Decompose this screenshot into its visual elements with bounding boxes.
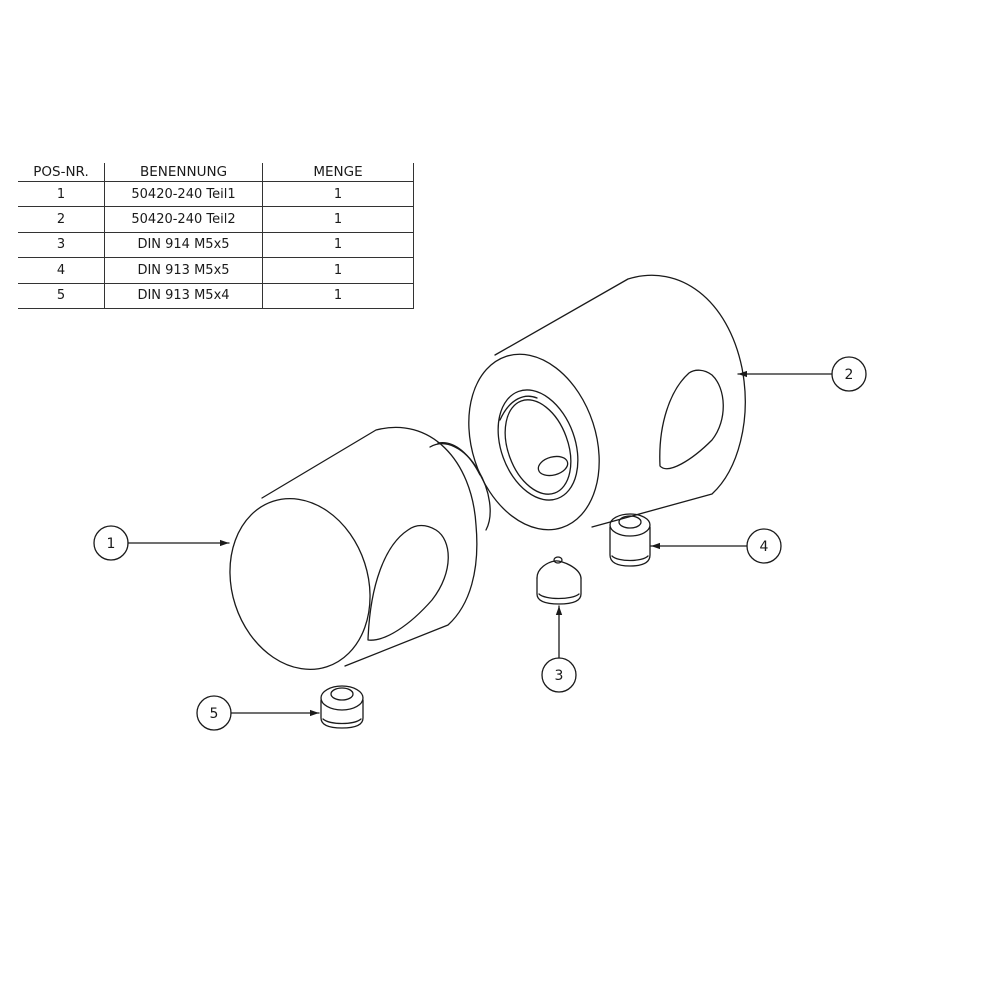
cell-name: DIN 913 M5x4	[104, 283, 263, 309]
balloon-1-label: 1	[107, 536, 116, 552]
cell-name: DIN 914 M5x5	[104, 232, 263, 259]
part-5-set-screw	[320, 685, 364, 729]
cell-pos: 1	[18, 181, 105, 208]
table-row: 4 DIN 913 M5x5 1	[18, 257, 414, 284]
table-row: 3 DIN 914 M5x5 1	[18, 232, 414, 259]
header-name: BENENNUNG	[104, 163, 263, 182]
table-row: 2 50420-240 Teil2 1	[18, 206, 414, 233]
table-row: 1 50420-240 Teil1 1	[18, 181, 414, 208]
balloon-4: 4	[650, 528, 782, 564]
part-3-cone-screw	[536, 556, 582, 605]
cell-pos: 4	[18, 257, 105, 284]
parts-list-header-row: POS-NR. BENENNUNG MENGE	[18, 163, 414, 182]
part-2-body	[468, 274, 746, 531]
cell-pos: 2	[18, 206, 105, 233]
table-row: 5 DIN 913 M5x4 1	[18, 283, 414, 309]
balloon-2-label: 2	[845, 367, 854, 383]
cell-qty: 1	[262, 283, 414, 309]
cell-pos: 5	[18, 283, 105, 309]
balloon-5: 5	[196, 695, 320, 731]
cell-qty: 1	[262, 257, 414, 284]
cell-qty: 1	[262, 232, 414, 259]
part-1-body	[229, 426, 491, 671]
balloon-3-label: 3	[555, 668, 564, 684]
part-4-set-screw	[609, 513, 651, 567]
header-qty: MENGE	[262, 163, 414, 182]
cell-name: 50420-240 Teil1	[104, 181, 263, 208]
cell-name: 50420-240 Teil2	[104, 206, 263, 233]
cell-pos: 3	[18, 232, 105, 259]
balloon-4-label: 4	[760, 539, 769, 555]
cell-qty: 1	[262, 181, 414, 208]
balloon-2: 2	[737, 356, 867, 392]
balloon-1: 1	[93, 525, 230, 561]
header-pos: POS-NR.	[18, 163, 105, 182]
parts-list-table: POS-NR. BENENNUNG MENGE 1 50420-240 Teil…	[18, 163, 414, 309]
balloon-3: 3	[541, 605, 577, 693]
balloon-5-label: 5	[210, 706, 219, 722]
cell-qty: 1	[262, 206, 414, 233]
cell-name: DIN 913 M5x5	[104, 257, 263, 284]
